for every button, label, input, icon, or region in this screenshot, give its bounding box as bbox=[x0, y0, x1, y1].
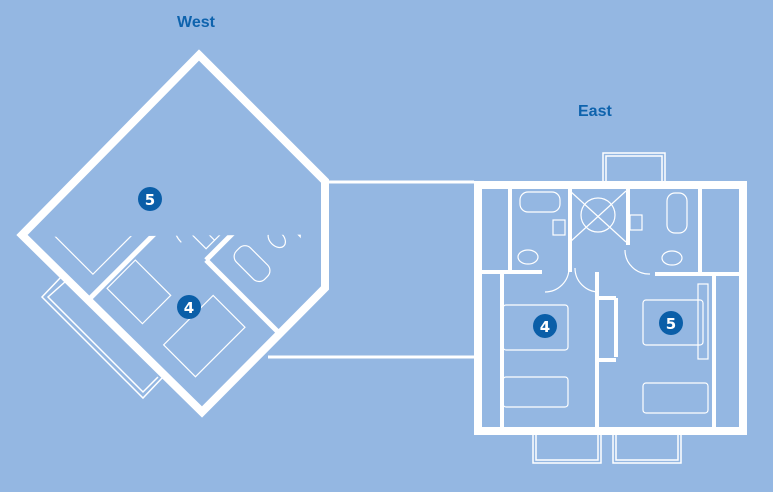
west-outer-wall bbox=[16, 49, 329, 418]
svg-text:5: 5 bbox=[666, 315, 676, 333]
east-fixtures bbox=[502, 190, 709, 414]
east-room-4-badge: 4 bbox=[533, 314, 557, 338]
west-room-5-badge: 5 bbox=[138, 187, 162, 211]
east-label: East bbox=[578, 103, 612, 120]
east-balconies bbox=[532, 152, 682, 464]
svg-text:4: 4 bbox=[540, 318, 550, 336]
west-balcony bbox=[40, 275, 164, 400]
east-building: 4 5 bbox=[474, 152, 747, 464]
west-label: West bbox=[177, 14, 215, 31]
east-room-5-badge: 5 bbox=[659, 311, 683, 335]
svg-text:4: 4 bbox=[184, 299, 194, 317]
west-room-4-badge: 4 bbox=[177, 295, 201, 319]
connector-walkway bbox=[268, 180, 474, 359]
east-interior-walls bbox=[482, 189, 739, 427]
svg-text:5: 5 bbox=[145, 191, 155, 209]
west-building: 5 4 bbox=[16, 49, 341, 418]
